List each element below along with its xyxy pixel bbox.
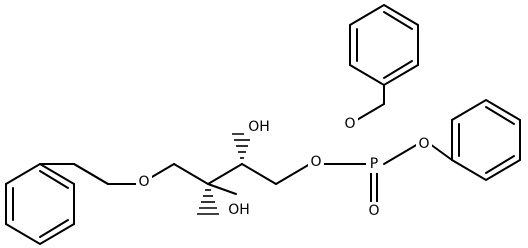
atom-p: P [370, 156, 378, 172]
atom-oh-lower: OH [228, 202, 250, 218]
skeletal-bonds [39, 84, 453, 205]
stereo-bonds [197, 133, 252, 215]
atom-o-benzyl-ether: O [138, 174, 149, 190]
atom-o-phosphate-ester: O [310, 154, 321, 170]
atom-o-phosphoryl: O [368, 203, 379, 219]
atom-oh-upper: OH [248, 119, 270, 135]
right-benzene-ring [451, 98, 521, 182]
left-benzene-ring [5, 162, 75, 246]
atom-o-right-ester: O [418, 136, 429, 152]
upper-benzene-ring [349, 3, 419, 87]
atom-o-upper-ester: O [344, 116, 355, 132]
atom-labels: O OH OH O P O O O [136, 115, 432, 220]
